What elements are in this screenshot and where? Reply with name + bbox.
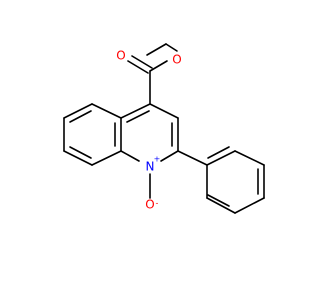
bond-c4a-c5 bbox=[91, 103, 122, 119]
bond-n1-c8a bbox=[120, 150, 140, 162]
charge-minus-o-oxide: - bbox=[156, 199, 159, 208]
molecule-structure-canvas: O O N + O - bbox=[63, 43, 265, 214]
bond-c5-c6 bbox=[63, 103, 93, 119]
atom-o-oxide: O bbox=[145, 198, 154, 212]
bond-c2-phenyl bbox=[177, 150, 208, 166]
bond-ch3-ch2 bbox=[146, 43, 167, 56]
bond-c7-c8 bbox=[63, 150, 93, 166]
bond-c5-c6-inner bbox=[69, 110, 92, 123]
charge-plus-n1: + bbox=[154, 155, 161, 164]
bond-ph5-ph6-inner bbox=[207, 194, 230, 207]
bond-ph2-ph3 bbox=[234, 150, 265, 166]
bond-c2-n1 bbox=[160, 150, 179, 162]
phenyl-ring bbox=[177, 146, 265, 214]
bond-c4a-c4-inner bbox=[126, 110, 150, 123]
bond-ch2-o-ether bbox=[165, 43, 178, 52]
ethyl-group bbox=[146, 43, 178, 56]
atom-n1: N bbox=[146, 160, 155, 174]
bond-c4-c3 bbox=[149, 103, 179, 119]
bond-c7-c8-inner bbox=[69, 146, 92, 159]
atom-labels: O O N + O - bbox=[116, 49, 181, 212]
pyridine-ring bbox=[120, 103, 179, 162]
bond-ph5-ph6 bbox=[206, 197, 236, 214]
bond-ph1-ph2 bbox=[206, 150, 236, 166]
bond-carbonyl-double-a bbox=[127, 60, 149, 74]
bond-ph1-ph2-inner bbox=[207, 146, 230, 159]
bond-o-ether-carbonyl-c bbox=[149, 60, 168, 72]
bond-carbonyl-double-b bbox=[131, 55, 153, 69]
bond-c4a-c4 bbox=[120, 103, 151, 119]
benzo-ring bbox=[63, 103, 122, 166]
atom-o-carbonyl: O bbox=[116, 49, 125, 63]
bond-c8-c8a bbox=[91, 150, 122, 166]
ester-group bbox=[127, 55, 168, 105]
bond-ph4-ph5 bbox=[234, 197, 265, 214]
atom-o-ether: O bbox=[172, 53, 181, 67]
